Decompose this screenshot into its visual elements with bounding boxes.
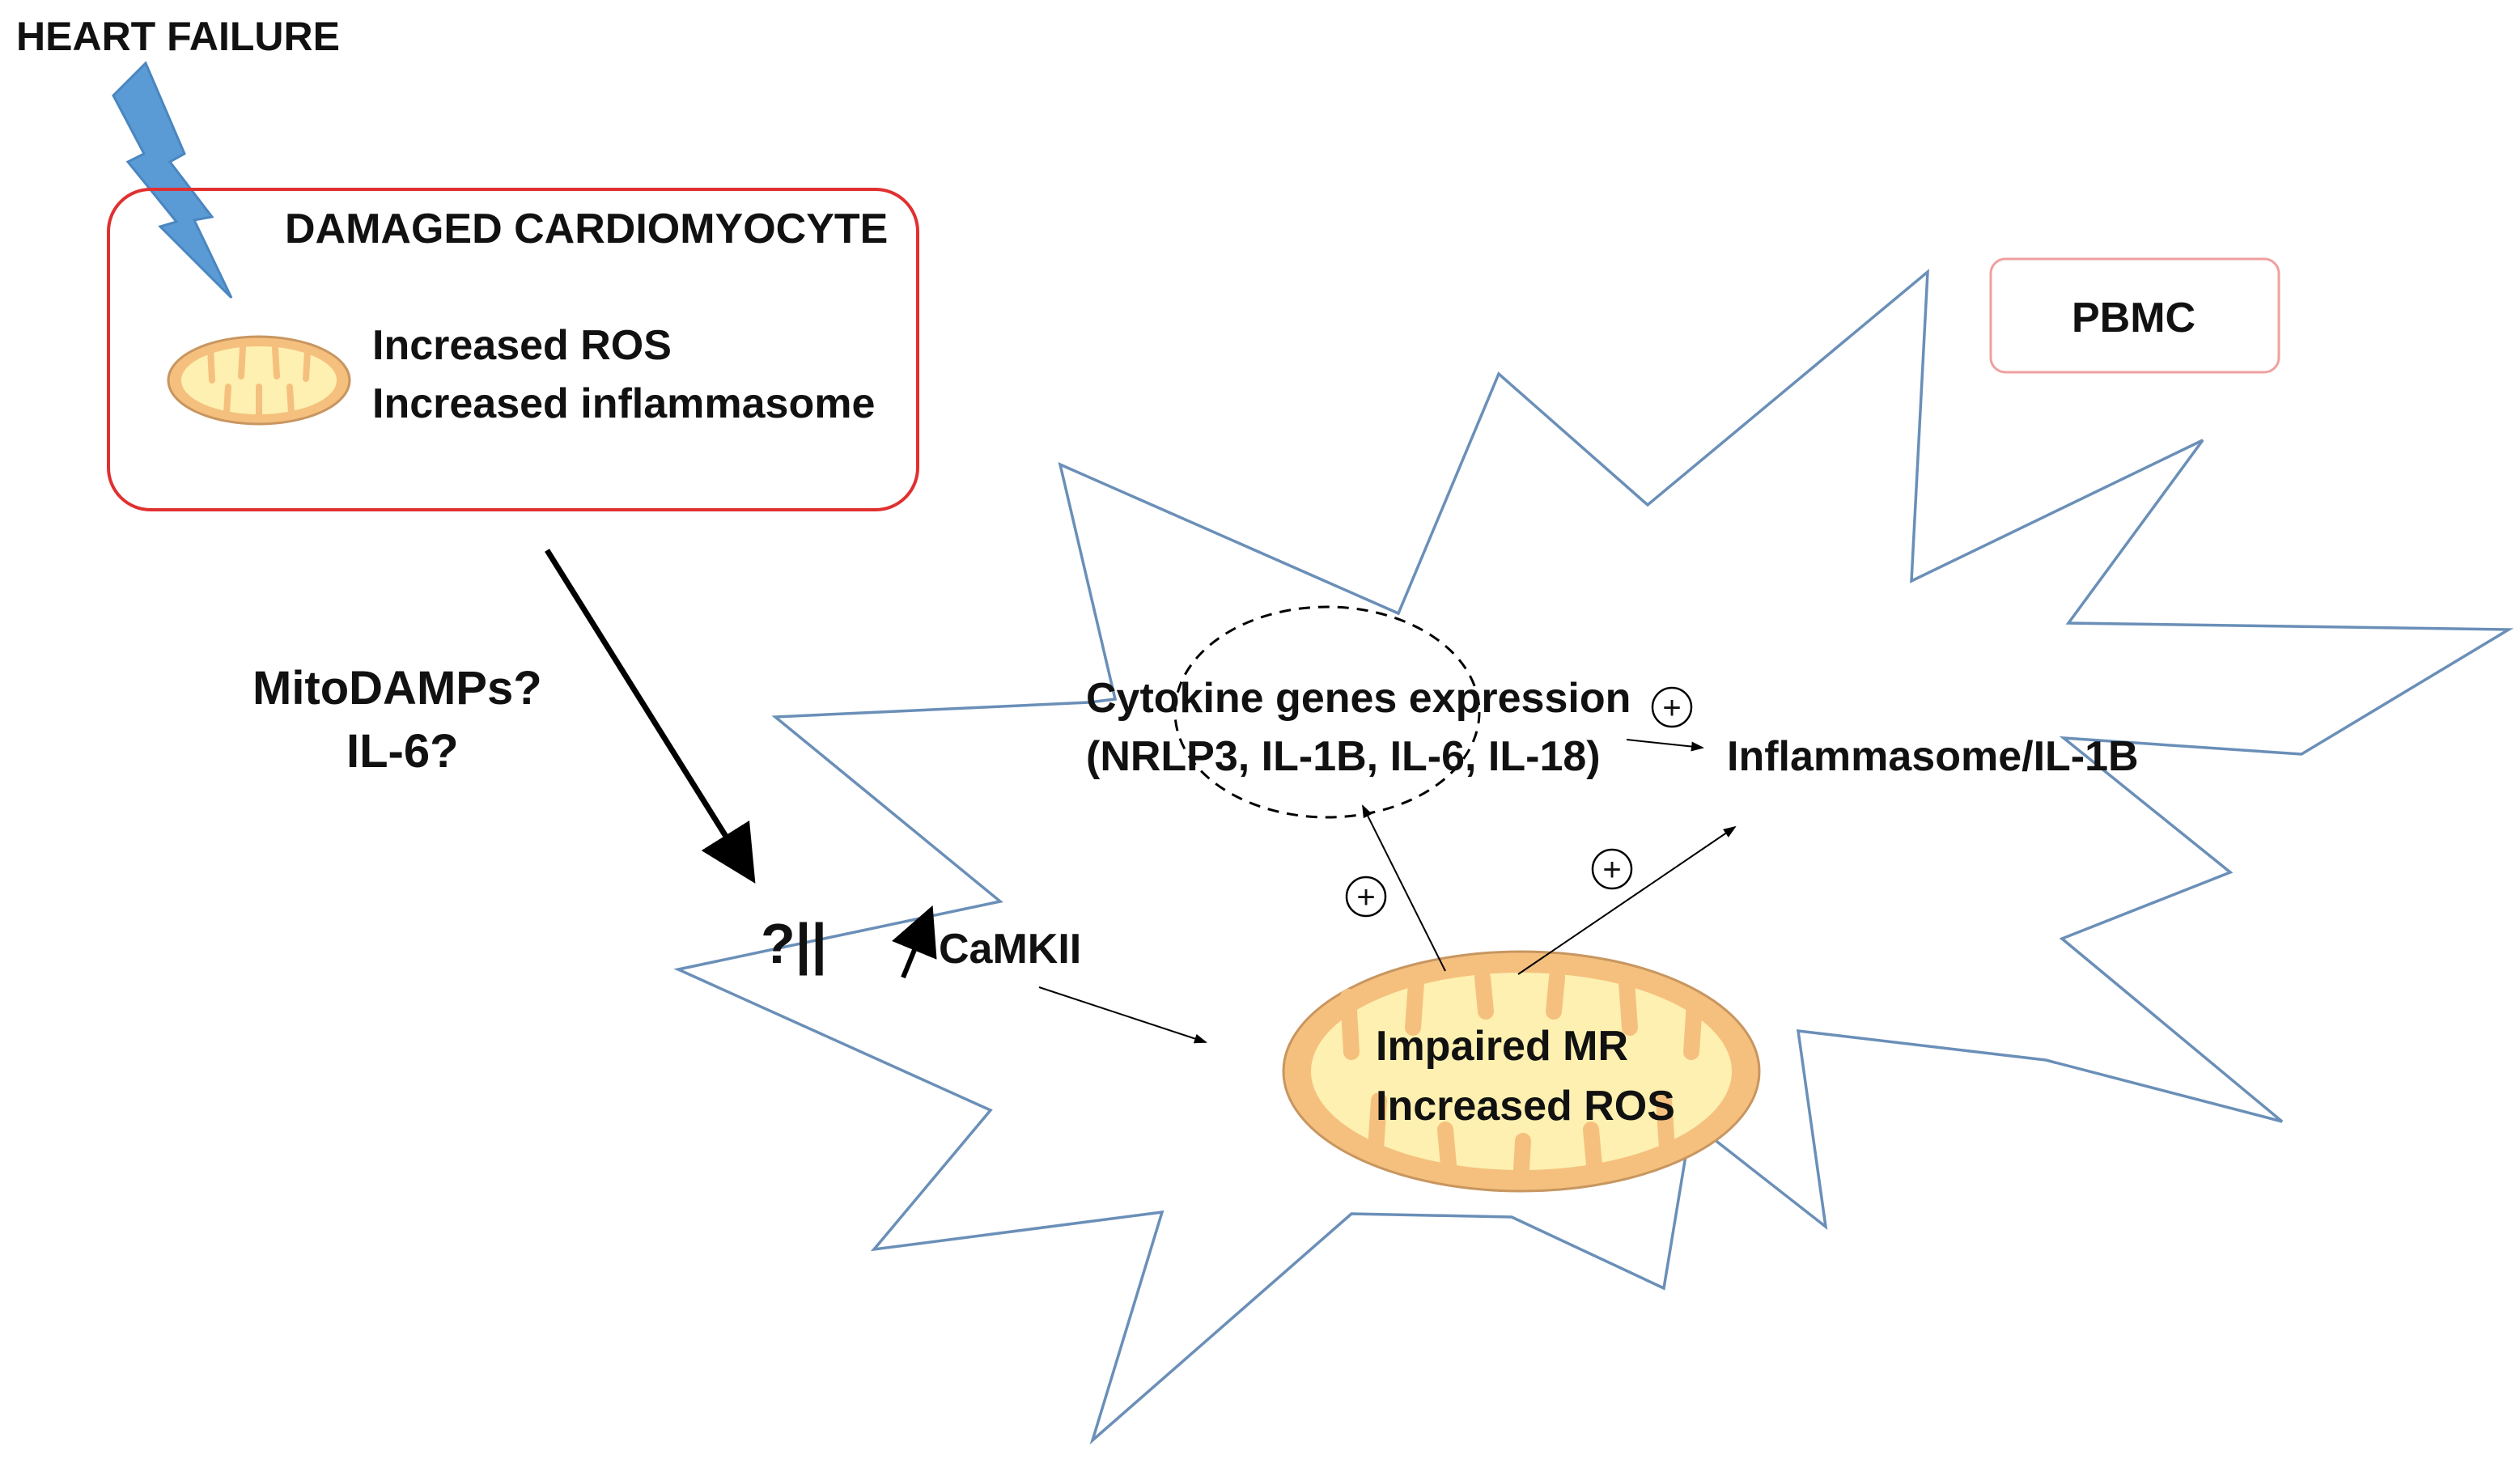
large-mitochondrion-icon bbox=[1282, 950, 1761, 1193]
plus-symbol: + bbox=[1356, 880, 1375, 915]
camkii-to-mito-arrow bbox=[1038, 986, 1207, 1044]
blocker-symbol: ?|| bbox=[761, 912, 827, 976]
mito-impaired-mr: Impaired MR bbox=[1376, 1023, 1628, 1070]
cardiomyocyte-title: DAMAGED CARDIOMYOCYTE bbox=[285, 206, 888, 252]
cytokine-to-inflammasome-arrow bbox=[1626, 739, 1704, 752]
signal-il6: IL-6? bbox=[346, 725, 459, 778]
pbmc-box bbox=[1989, 257, 2280, 374]
camkii-label: CaMKII bbox=[939, 926, 1081, 973]
plus-sign-mito-inflammasome: + bbox=[1591, 848, 1633, 890]
mito-to-cytokine-arrow bbox=[1362, 804, 1446, 972]
pbmc-cell-outline bbox=[673, 269, 2514, 1445]
inflammasome-label: Inflammasome/IL-1B bbox=[1727, 733, 2139, 780]
mito-increased-ros: Increased ROS bbox=[1376, 1083, 1675, 1130]
cardiomyocyte-line-ros: Increased ROS bbox=[372, 322, 672, 369]
small-mitochondrion-icon bbox=[167, 335, 351, 426]
plus-symbol: + bbox=[1662, 690, 1681, 726]
pbmc-label: PBMC bbox=[2072, 295, 2195, 341]
nucleus-dashed-outline bbox=[1173, 605, 1481, 819]
title-heart-failure: HEART FAILURE bbox=[16, 14, 340, 59]
mito-to-inflammasome-arrow bbox=[1517, 825, 1737, 975]
cardiomyocyte-line-inflammasome: Increased inflammasome bbox=[372, 380, 875, 427]
cytokine-line2: (NRLP3, IL-1B, IL-6, IL-18) bbox=[1086, 733, 1601, 780]
signal-arrow bbox=[545, 549, 756, 884]
plus-sign-cytokine: + bbox=[1651, 686, 1693, 728]
plus-sign-mito-cytokine: + bbox=[1345, 876, 1387, 918]
damaged-cardiomyocyte-box bbox=[107, 188, 919, 511]
cytokine-line1: Cytokine genes expression bbox=[1086, 675, 1631, 722]
camkii-up-arrow bbox=[892, 905, 937, 979]
lightning-bolt-icon bbox=[112, 61, 233, 299]
signal-mitodamps: MitoDAMPs? bbox=[252, 662, 542, 715]
plus-symbol: + bbox=[1602, 852, 1621, 888]
